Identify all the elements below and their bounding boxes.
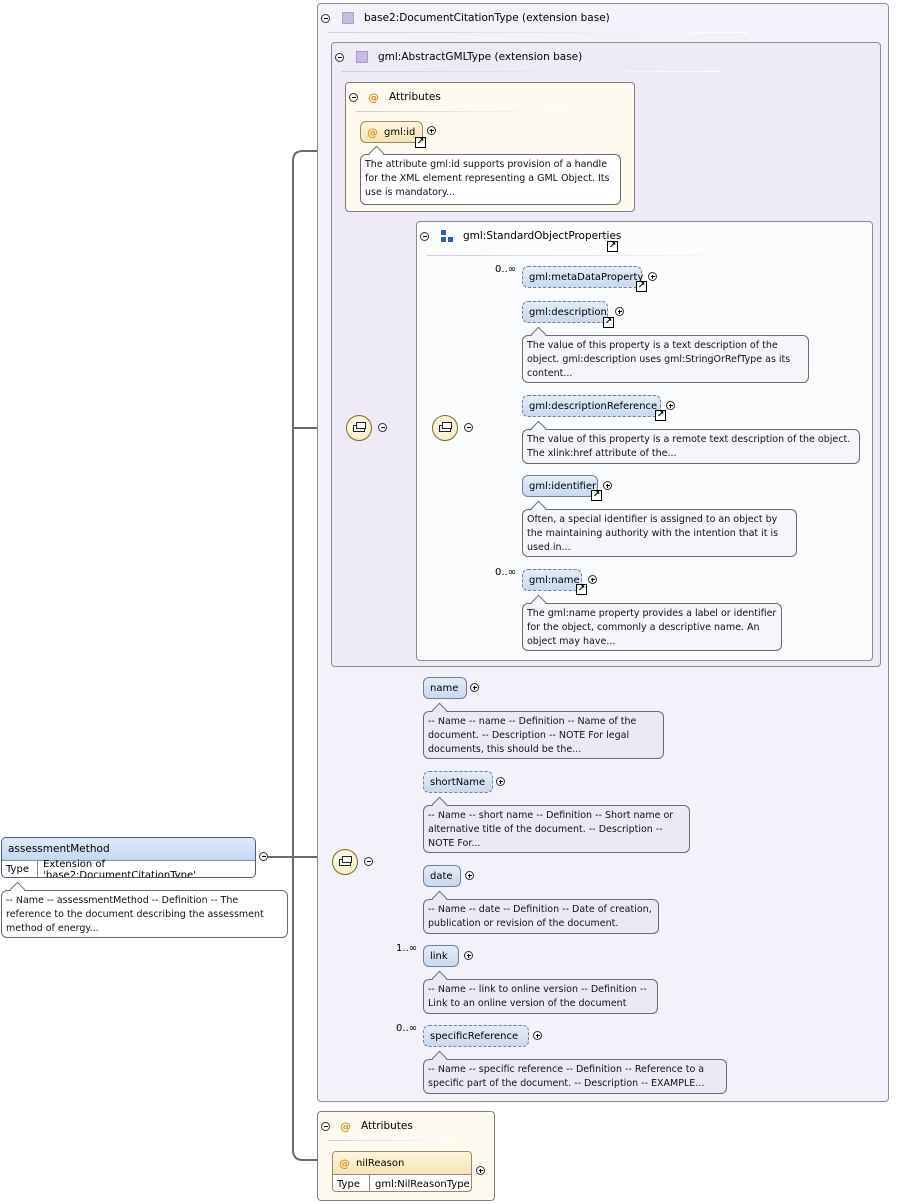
expand-icon[interactable] [666, 401, 675, 410]
expand-icon[interactable] [464, 951, 473, 960]
element-label: gml:metaDataProperty [529, 271, 644, 283]
occurrence-label: 0..∞ [495, 567, 517, 578]
group-icon [441, 230, 453, 242]
gml-name-doc: The gml:name property provides a label o… [522, 603, 782, 651]
element-label: name [430, 682, 459, 694]
sequence-compositor[interactable] [332, 849, 358, 875]
reference-arrow-icon[interactable]: ↗ [576, 584, 587, 595]
expand-icon[interactable] [470, 683, 479, 692]
element-label: link [430, 950, 448, 962]
collapse-icon[interactable] [464, 423, 473, 432]
complex-type-icon [342, 12, 354, 24]
assessment-method-header: assessmentMethod [2, 838, 255, 861]
element-label: shortName [430, 776, 486, 788]
occurrence-label: 0..∞ [495, 264, 517, 275]
reference-arrow-icon[interactable]: ↗ [603, 317, 614, 328]
nilreason-attribute[interactable]: @ nilReason Type gml:NilReasonType [332, 1151, 472, 1192]
name-doc: -- Name -- name -- Definition -- Name of… [423, 711, 664, 759]
bottom-attributes-header: @ Attributes [318, 1112, 494, 1140]
gml-identifier-element[interactable]: gml:identifier [522, 475, 598, 497]
reference-arrow-icon[interactable]: ↗ [655, 410, 666, 421]
attribute-icon: @ [340, 1119, 351, 1133]
collapse-icon[interactable] [321, 13, 330, 23]
link-element[interactable]: link [423, 945, 459, 967]
expand-icon[interactable] [427, 126, 436, 135]
shortname-doc: -- Name -- short name -- Definition -- S… [423, 805, 690, 853]
attribute-icon: @ [339, 1156, 350, 1170]
reference-arrow-icon[interactable]: ↗ [636, 281, 647, 292]
standard-object-properties-header: gml:StandardObjectProperties [417, 222, 872, 250]
extension-base-header: base2:DocumentCitationType (extension ba… [318, 4, 888, 32]
type-value: Extension of 'base2:DocumentCitationType… [43, 858, 196, 878]
shortname-element[interactable]: shortName [423, 771, 493, 793]
specificreference-doc: -- Name -- specific reference -- Definit… [423, 1059, 727, 1094]
occurrence-label: 1..∞ [396, 943, 418, 954]
gml-id-label: gml:id [384, 126, 416, 138]
type-value: gml:NilReasonType [375, 1178, 470, 1190]
gml-name-element[interactable]: gml:name [522, 569, 582, 591]
link-doc: -- Name -- link to online version -- Def… [423, 979, 658, 1014]
collapse-icon[interactable] [378, 423, 387, 432]
nilreason-label: nilReason [356, 1157, 405, 1169]
collapse-icon[interactable] [259, 852, 268, 861]
gml-descriptionreference-element[interactable]: gml:descriptionReference [522, 395, 661, 417]
sequence-compositor[interactable] [346, 415, 372, 441]
gml-id-attribute[interactable]: @ gml:id [360, 121, 423, 143]
expand-icon[interactable] [476, 1166, 485, 1175]
collapse-icon[interactable] [364, 857, 373, 866]
complex-type-icon [356, 51, 368, 63]
date-element[interactable]: date [423, 865, 461, 887]
bottom-attributes-title: Attributes [361, 1120, 413, 1132]
element-label: gml:descriptionReference [529, 400, 658, 412]
type-key: Type [333, 1175, 370, 1191]
specificreference-element[interactable]: specificReference [423, 1025, 529, 1047]
assessment-method-element[interactable]: assessmentMethod Type Extension of 'base… [1, 837, 256, 878]
element-label: gml:name [529, 574, 580, 586]
gml-attributes-title: Attributes [389, 91, 441, 103]
name-element[interactable]: name [423, 677, 467, 699]
element-label: specificReference [430, 1030, 519, 1042]
expand-icon[interactable] [533, 1031, 542, 1040]
expand-icon[interactable] [465, 871, 474, 880]
attribute-icon: @ [367, 125, 378, 139]
reference-arrow-icon[interactable]: ↗ [591, 490, 602, 501]
collapse-icon[interactable] [420, 231, 429, 241]
expand-icon[interactable] [496, 777, 505, 786]
gml-description-element[interactable]: gml:description [522, 301, 608, 323]
assessment-method-doc: -- Name -- assessmentMethod -- Definitio… [1, 890, 288, 938]
extension-base-title: base2:DocumentCitationType (extension ba… [364, 12, 610, 24]
element-label: gml:identifier [529, 480, 597, 492]
date-doc: -- Name -- date -- Definition -- Date of… [423, 899, 659, 934]
sequence-compositor[interactable] [432, 415, 458, 441]
gml-metadataproperty-element[interactable]: gml:metaDataProperty [522, 266, 644, 288]
occurrence-label: 0..∞ [396, 1023, 418, 1034]
collapse-icon[interactable] [321, 1121, 330, 1131]
gml-identifier-doc: Often, a special identifier is assigned … [522, 509, 797, 557]
expand-icon[interactable] [648, 272, 657, 281]
gml-description-doc: The value of this property is a text des… [522, 335, 809, 383]
element-label: gml:description [529, 306, 607, 318]
expand-icon[interactable] [603, 481, 612, 490]
expand-icon[interactable] [588, 575, 597, 584]
gml-descriptionreference-doc: The value of this property is a remote t… [522, 429, 860, 464]
collapse-icon[interactable] [335, 52, 344, 62]
expand-icon[interactable] [615, 307, 624, 316]
element-label: date [430, 870, 453, 882]
gml-extension-title: gml:AbstractGMLType (extension base) [378, 51, 583, 63]
assessment-method-name: assessmentMethod [8, 843, 110, 855]
reference-arrow-icon[interactable]: ↗ [607, 241, 618, 252]
collapse-icon[interactable] [349, 92, 358, 102]
standard-object-properties-title: gml:StandardObjectProperties [463, 230, 622, 242]
gml-extension-header: gml:AbstractGMLType (extension base) [332, 43, 880, 71]
gml-id-doc: The attribute gml:id supports provision … [360, 154, 621, 205]
reference-arrow-icon[interactable]: ↗ [415, 137, 426, 148]
type-key: Type [2, 861, 39, 877]
attribute-icon: @ [368, 90, 379, 104]
gml-attributes-header: @ Attributes [346, 83, 634, 111]
